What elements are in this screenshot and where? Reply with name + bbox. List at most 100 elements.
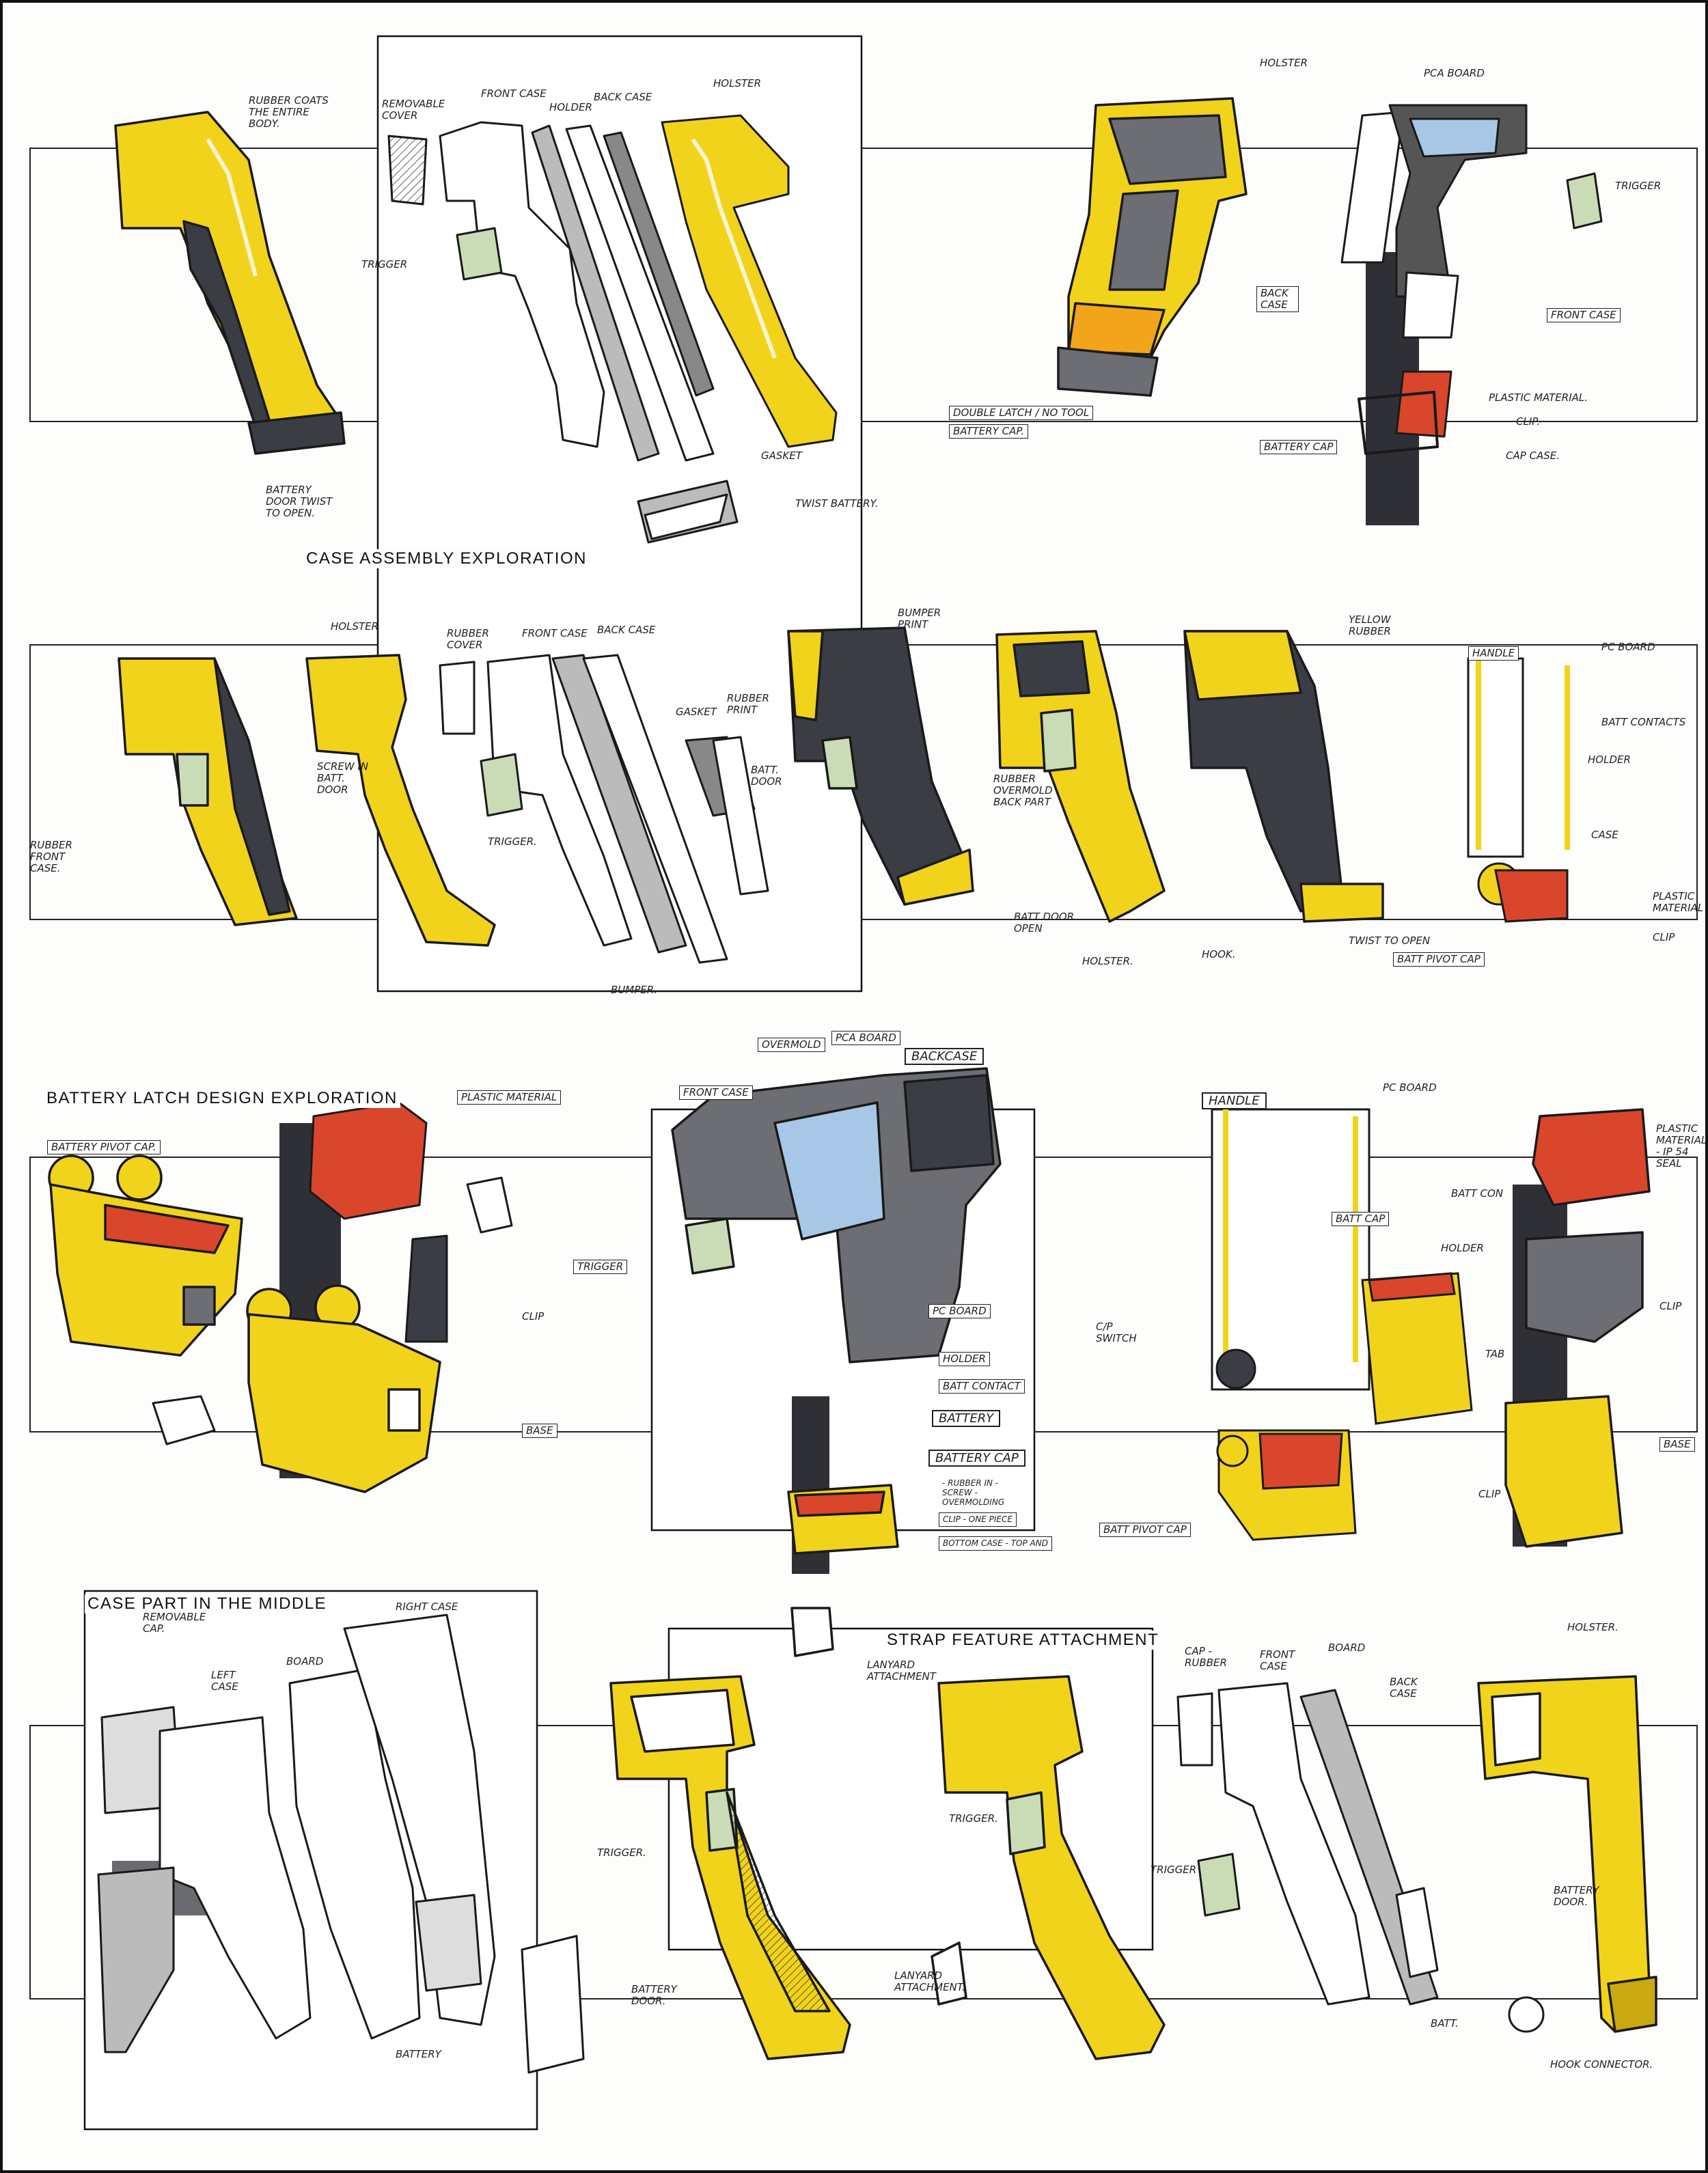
note-trigger-6: TRIGGER.: [949, 1812, 998, 1825]
note-right-case: RIGHT CASE: [396, 1601, 458, 1613]
note-front-case-4: FRONT CASE: [679, 1085, 753, 1100]
note-battery-door-twist: BATTERY DOOR TWIST TO OPEN.: [266, 484, 333, 519]
battery-base-b: [246, 1284, 441, 1493]
gun-row2-dark: [787, 626, 974, 906]
note-bumper-print: BUMPER PRINT: [898, 607, 941, 631]
note-bumper: BUMPER.: [611, 984, 657, 996]
note-board-1: BOARD: [286, 1655, 324, 1667]
exploded-parts-row4: [1176, 1682, 1545, 2033]
note-battery-cap-3: BATTERY CAP: [928, 1450, 1025, 1467]
note-clip-one-piece: CLIP - ONE PIECE: [939, 1512, 1017, 1527]
note-board-2: BOARD: [1328, 1642, 1366, 1654]
exploded-parts-row1: [387, 114, 838, 544]
note-lanyard-attachment-1: LANYARD ATTACHMENT: [867, 1659, 936, 1683]
note-battery-door-2: BATTERY DOOR.: [631, 1983, 677, 2007]
gun-row2-dark-yellow: [1183, 630, 1384, 923]
note-clip-2: CLIP: [1653, 931, 1675, 943]
note-batt-pivot-cap-1: BATT PIVOT CAP: [1393, 952, 1485, 967]
sketch-artwork: [29, 35, 1698, 2131]
note-batt-door: BATT. DOOR: [751, 764, 782, 788]
note-rubber-cover: RUBBER COVER: [447, 627, 489, 651]
note-screw-batt-door: SCREW IN BATT. DOOR: [317, 760, 369, 796]
note-front-case-2: FRONT CASE: [1547, 308, 1621, 322]
note-back-case-3: BACK CASE: [597, 624, 656, 636]
note-trigger-7: TRIGGER: [1151, 1864, 1197, 1876]
note-holster-5: HOLSTER.: [1567, 1621, 1619, 1633]
note-batt-contacts: BATT CONTACTS: [1601, 716, 1686, 728]
section-title-case-part-middle: CASE PART IN THE MIDDLE: [85, 1594, 330, 1614]
note-clip-4: CLIP: [1659, 1300, 1682, 1312]
note-trigger-3: TRIGGER.: [488, 835, 537, 848]
note-rubber-overmold: RUBBER OVERMOLD BACK PART: [993, 773, 1053, 808]
note-holder-3: HOLDER: [939, 1352, 990, 1366]
right-parts-row3: [1504, 1108, 1651, 1548]
note-clip-1: CLIP.: [1516, 415, 1541, 428]
gun-row2-yellow-c: [995, 630, 1166, 923]
note-handle-1: HANDLE: [1468, 646, 1519, 661]
note-rubber-front-case: RUBBER FRONT CASE.: [30, 839, 72, 874]
note-clip-5: CLIP: [1478, 1488, 1501, 1500]
gun-1-yellow-body: [114, 111, 346, 455]
note-double-latch: DOUBLE LATCH / NO TOOL: [949, 406, 1094, 420]
note-batt-cap: BATT CAP: [1332, 1212, 1390, 1226]
note-plastic-material-1: PLASTIC MATERIAL.: [1489, 391, 1588, 404]
note-case-1: CASE: [1591, 829, 1619, 841]
note-hook-connector: HOOK CONNECTOR.: [1550, 2058, 1653, 2071]
note-gasket-2: GASKET: [676, 706, 717, 718]
handle-section-row3: [1211, 1108, 1473, 1541]
case-middle-sketch: [97, 1614, 585, 2074]
gun-row2-yellow-a: [118, 657, 298, 926]
note-rubber-print: RUBBER PRINT: [727, 692, 769, 716]
handle-section-row2: [1467, 657, 1570, 923]
note-tab: TAB: [1485, 1348, 1505, 1360]
note-pca-board-2: PCA BOARD: [831, 1031, 900, 1045]
note-holster-2: HOLSTER: [1260, 57, 1308, 69]
note-pc-board-1: PC BOARD: [1601, 641, 1655, 653]
note-front-case-5: FRONT CASE: [1260, 1648, 1295, 1672]
note-rubber-coats: RUBBER COATS THE ENTIRE BODY.: [249, 94, 329, 130]
note-lanyard-attachment-2: LANYARD ATTACHMENT.: [894, 1969, 965, 1993]
note-holder-4: HOLDER: [1441, 1242, 1484, 1254]
note-battery-cap-1: BATTERY CAP.: [949, 424, 1029, 439]
note-batt-con: BATT CON: [1451, 1187, 1504, 1200]
note-twist-battery: TWIST BATTERY.: [795, 497, 879, 510]
note-batt-pivot-cap-2: BATT PIVOT CAP: [1099, 1523, 1191, 1537]
holster-row4: [1477, 1675, 1657, 2033]
note-batt: BATT.: [1431, 2017, 1459, 2030]
battery-latch-parts: [152, 1101, 513, 1445]
note-gasket-1: GASKET: [761, 449, 802, 462]
note-overmold: OVERMOLD: [758, 1038, 825, 1052]
pca-assembly-row1: [1340, 104, 1603, 455]
note-front-case-3: FRONT CASE: [522, 627, 588, 639]
note-yellow-rubber: YELLOW RUBBER: [1349, 613, 1391, 637]
note-bottom-case: BOTTOM CASE - TOP AND: [939, 1536, 1052, 1551]
note-holder-2: HOLDER: [1588, 753, 1631, 766]
note-battery-pivot-cap: BATTERY PIVOT CAP.: [47, 1140, 161, 1154]
note-back-case-4: BACK CASE: [1390, 1676, 1418, 1700]
note-batt-contact: BATT CONTACT: [939, 1379, 1025, 1394]
note-trigger-2: TRIGGER: [1615, 180, 1662, 192]
note-left-case: LEFT CASE: [211, 1669, 238, 1693]
gun-pca-middle: [671, 1067, 1002, 1555]
note-holster-1: HOLSTER: [713, 77, 762, 89]
note-back-case-1: BACK CASE: [594, 91, 652, 103]
note-holster-4: HOLSTER.: [1082, 955, 1133, 967]
section-title-strap-feature: STRAP FEATURE ATTACHMENT: [884, 1631, 1162, 1650]
note-hook: HOOK.: [1202, 948, 1236, 960]
note-twist-to-open: TWIST TO OPEN: [1349, 935, 1431, 947]
exploded-parts-row2: [439, 654, 769, 964]
note-battery-cap-2: BATTERY CAP: [1260, 440, 1338, 454]
section-title-case-assembly: CASE ASSEMBLY EXPLORATION: [303, 549, 590, 568]
strap-gun-a: [609, 1675, 851, 2060]
gun-row2-yellow-b: [305, 654, 496, 947]
note-removable-cap: REMOVABLE CAP.: [143, 1611, 206, 1635]
note-trigger-4: TRIGGER: [573, 1260, 628, 1274]
note-cap-rubber: CAP - RUBBER: [1185, 1645, 1227, 1669]
note-rubber-in-screw: - RUBBER IN - SCREW - OVERMOLDING: [942, 1478, 1005, 1507]
note-plastic-material-4: PLASTIC MATERIAL - IP 54 SEAL: [1656, 1122, 1707, 1169]
note-trigger-5: TRIGGER.: [597, 1846, 646, 1859]
note-pca-board-1: PCA BOARD: [1424, 67, 1485, 79]
section-title-battery-latch: BATTERY LATCH DESIGN EXPLORATION: [44, 1089, 400, 1108]
note-base-2: BASE: [1659, 1437, 1695, 1452]
